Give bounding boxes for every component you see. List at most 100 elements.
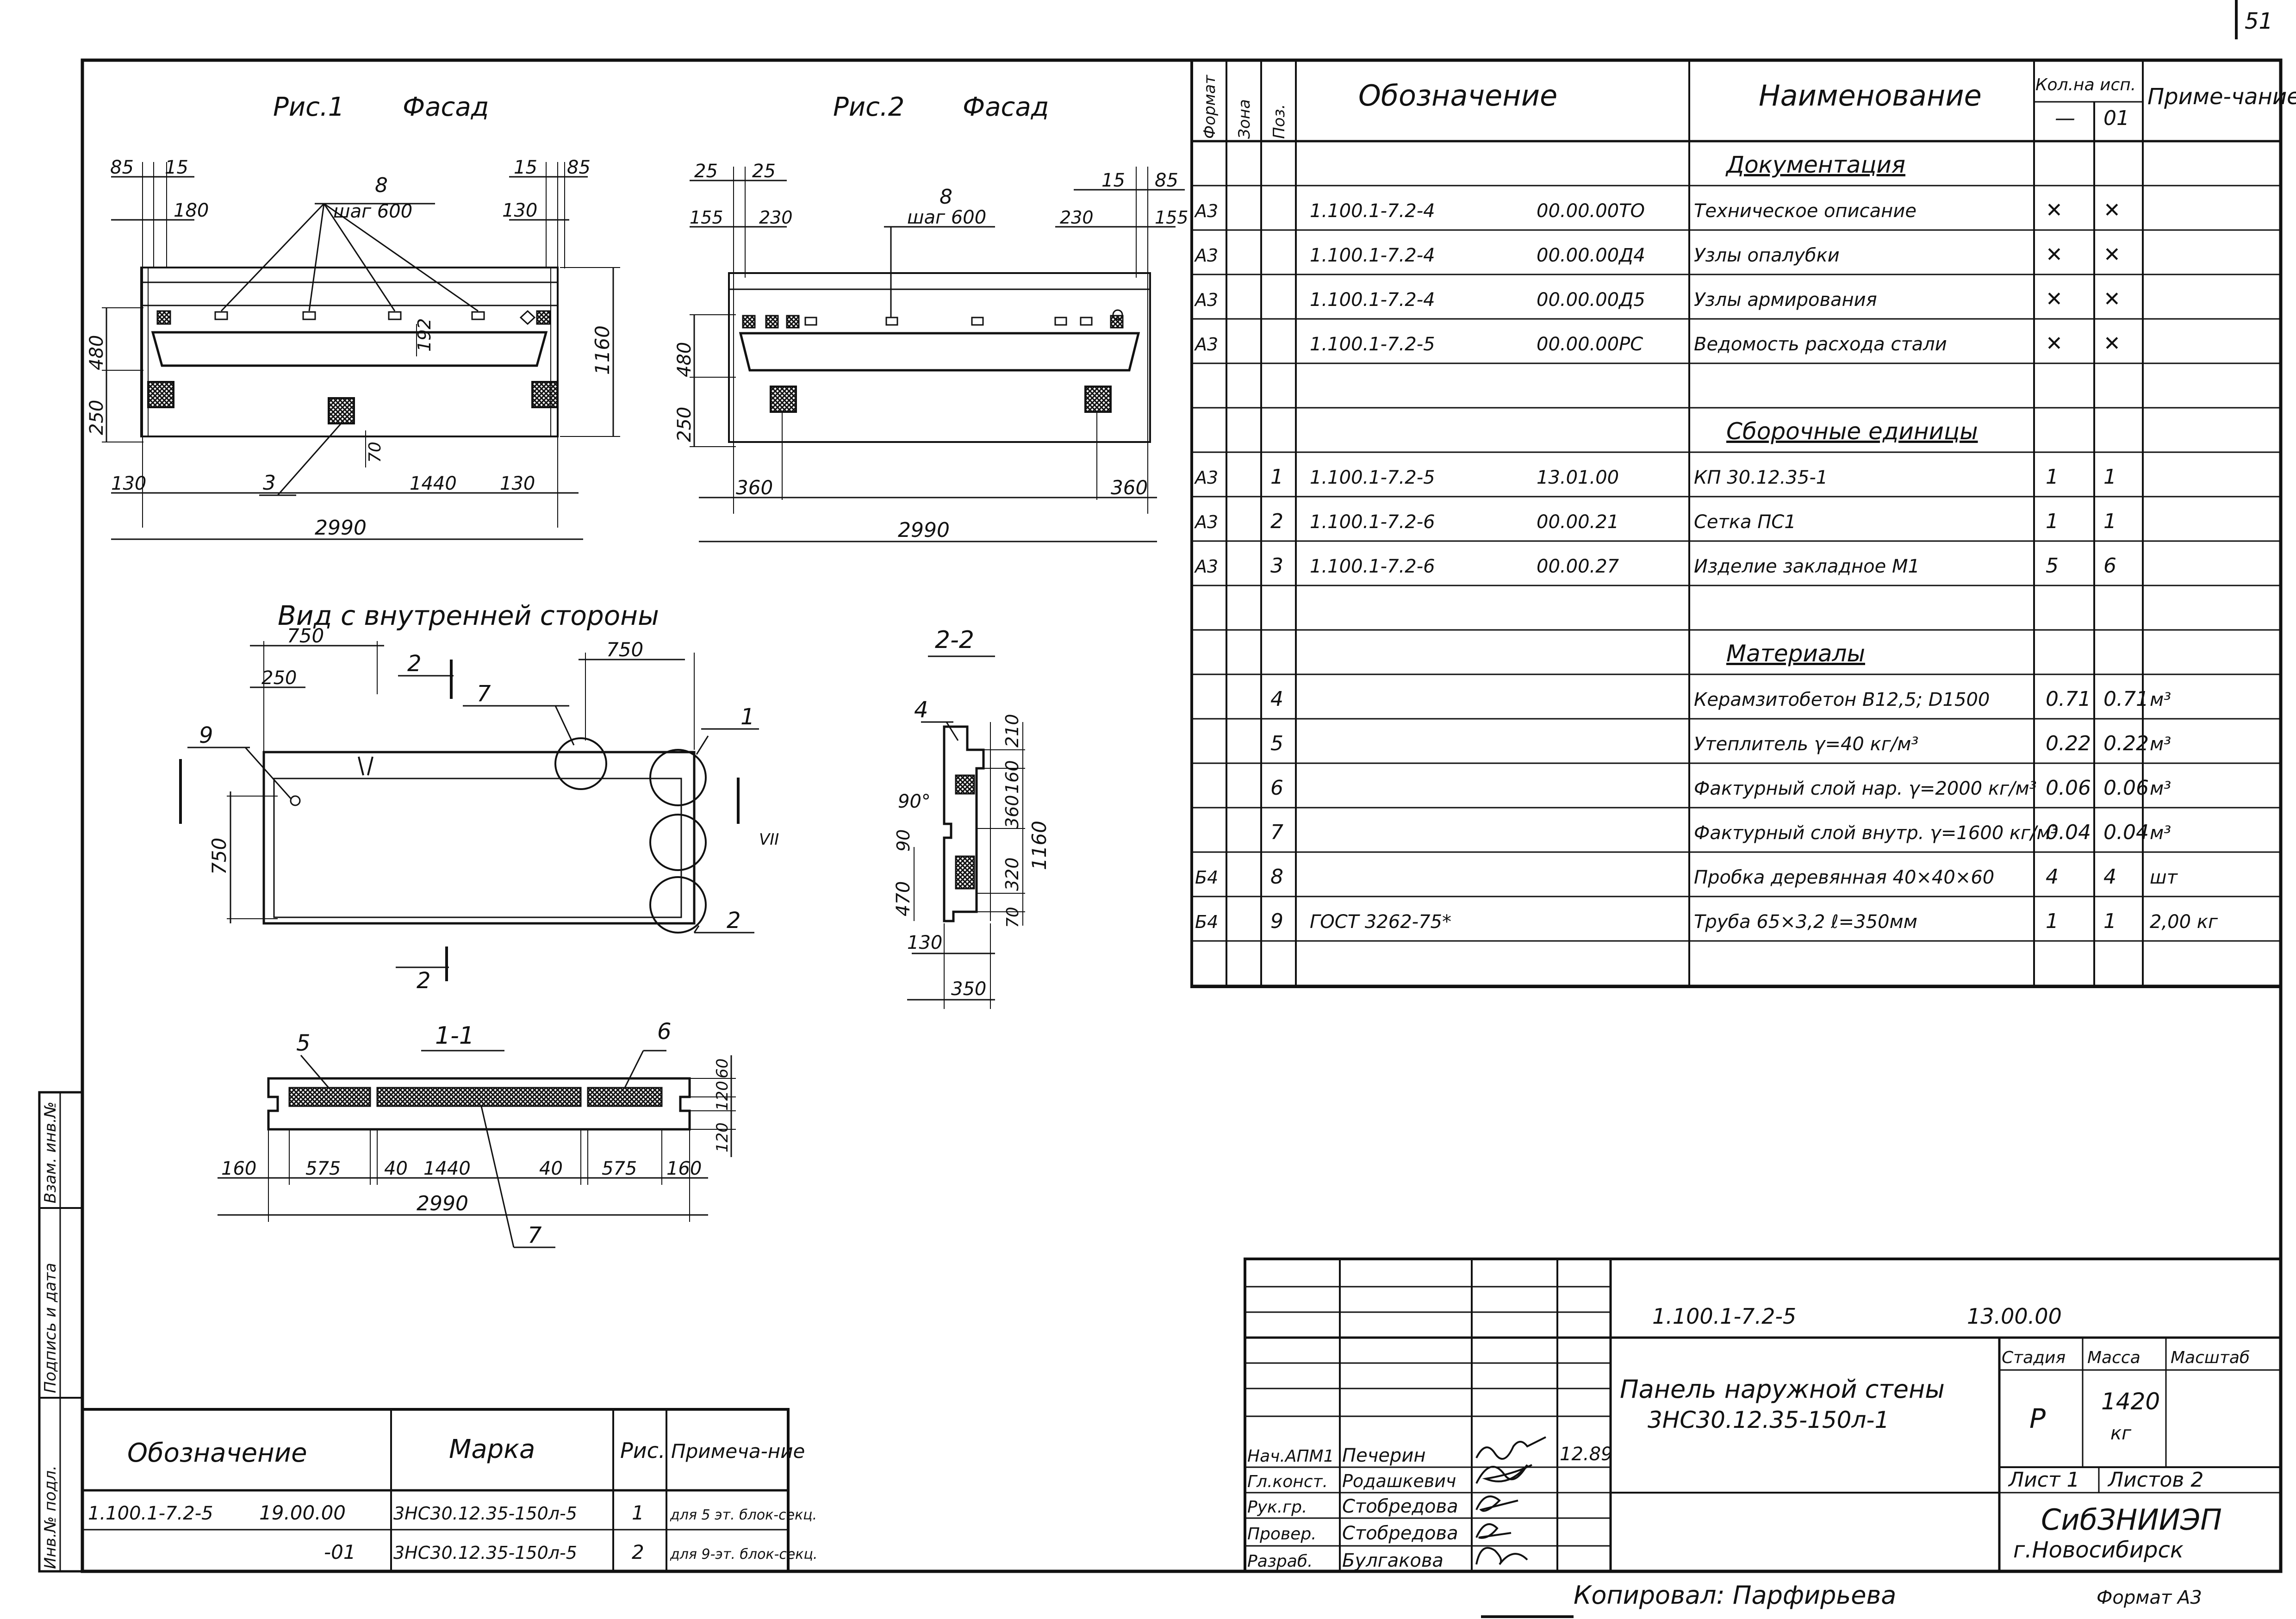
inner-mark-vii: VII bbox=[759, 830, 779, 849]
spec-cell-q2: ✕ bbox=[2103, 243, 2121, 267]
spec-cell-name: Сетка ПС1 bbox=[1694, 511, 1796, 533]
section22-angle: 90° bbox=[898, 791, 931, 812]
spec-cell-code: 00.00.00Д4 bbox=[1537, 245, 1645, 266]
fig1-dim-180: 180 bbox=[174, 200, 209, 221]
spec-cell-note: м³ bbox=[2150, 734, 2171, 755]
spec-cell-pos: 6 bbox=[1270, 776, 1283, 800]
inner-mark-9: 9 bbox=[199, 722, 213, 748]
section11-dim-120a: 120 bbox=[713, 1081, 732, 1111]
spec-cell-note: м³ bbox=[2150, 689, 2171, 710]
spec-cell-q2: 1 bbox=[2103, 465, 2116, 489]
spec-cell-q1: ✕ bbox=[2046, 287, 2063, 311]
bottom-header-mark: Марка bbox=[449, 1434, 535, 1464]
bottom-header-fig: Рис. bbox=[620, 1438, 666, 1463]
section22-dim-360: 360 bbox=[1002, 795, 1022, 828]
spec-cell-pos: 3 bbox=[1270, 554, 1283, 578]
spec-cell-name: КП 30.12.35-1 bbox=[1694, 467, 1828, 488]
spec-table: Формат Зона Поз. Обозначение Наименовани… bbox=[1190, 59, 2296, 988]
spec-header-format: Формат bbox=[1201, 75, 1219, 139]
signature-2 bbox=[1475, 1464, 1532, 1484]
section22-dim-470: 470 bbox=[893, 881, 914, 916]
inner-dim-750a: 750 bbox=[287, 624, 324, 647]
title-person-3: Стобредова bbox=[1342, 1496, 1458, 1517]
inner-dim-250: 250 bbox=[261, 667, 297, 689]
title-mass-label: Масса bbox=[2087, 1348, 2140, 1367]
bottom-row1-note: для 5 эт. блок-секц. bbox=[670, 1507, 817, 1523]
fig2-dim-230a: 230 bbox=[759, 207, 793, 228]
section11-dim-60: 60 bbox=[713, 1059, 732, 1078]
spec-cell-q1: 4 bbox=[2046, 865, 2059, 889]
spec-header-pos: Поз. bbox=[1270, 104, 1288, 139]
spec-cell-pos: 7 bbox=[1270, 821, 1283, 844]
spec-cell-note: 2,00 кг bbox=[2150, 911, 2218, 933]
inner-view-title: Вид с внутренней стороны bbox=[278, 600, 659, 631]
spec-cell-doc: 1.100.1-7.2-4 bbox=[1310, 200, 1435, 222]
sheet-number-corner: 51 bbox=[2235, 0, 2273, 39]
fig1-dim-250: 250 bbox=[86, 400, 107, 435]
section-2-2: 2-2 4 90° 90 470 130 350 210 160 360 320… bbox=[893, 626, 1051, 1009]
section22-dim-350: 350 bbox=[951, 978, 986, 1000]
spec-cell-format: А3 bbox=[1194, 467, 1218, 488]
spec-cell-doc: 1.100.1-7.2-4 bbox=[1310, 289, 1435, 311]
section11-dim-40r: 40 bbox=[539, 1158, 563, 1179]
spec-cell-q2: 1 bbox=[2103, 909, 2116, 933]
spec-cell-q1: 5 bbox=[2046, 554, 2059, 578]
spec-cell-doc: ГОСТ 3262-75* bbox=[1310, 911, 1451, 933]
fig1-mark-8: 8 bbox=[375, 174, 388, 197]
fig2-dim-230b: 230 bbox=[1060, 207, 1094, 228]
spec-cell-name: Сборочные единицы bbox=[1726, 418, 1978, 445]
spec-cell-doc: 1.100.1-7.2-4 bbox=[1310, 245, 1435, 266]
bottom-header-note: Примеча-ние bbox=[671, 1440, 805, 1463]
spec-cell-code: 00.00.27 bbox=[1537, 556, 1619, 577]
spec-cell-code: 00.00.00ТО bbox=[1537, 200, 1645, 222]
spec-cell-doc: 1.100.1-7.2-5 bbox=[1310, 467, 1435, 488]
spec-cell-q2: 0.04 bbox=[2103, 821, 2149, 844]
fig2-dim-155b: 155 bbox=[1155, 207, 1188, 228]
fig1-caption: Рис.1 bbox=[273, 92, 344, 122]
fig1-dim-480: 480 bbox=[86, 335, 107, 370]
fig1-dim-70: 70 bbox=[366, 442, 385, 463]
title-person-1: Печерин bbox=[1342, 1445, 1425, 1466]
fig1-dim-130r: 130 bbox=[500, 473, 535, 494]
spec-cell-pos: 4 bbox=[1270, 687, 1283, 711]
section22-dim-130: 130 bbox=[907, 932, 942, 953]
fig2-dim-15: 15 bbox=[1101, 170, 1125, 191]
spec-cell-code: 00.00.00Д5 bbox=[1537, 289, 1645, 311]
spec-cell-q2: 0.06 bbox=[2103, 776, 2149, 800]
bottom-row1-code: 19.00.00 bbox=[259, 1501, 346, 1524]
bottom-row2-mark: 3НС30.12.35-150л-5 bbox=[393, 1543, 577, 1563]
fig1-dim-192: 192 bbox=[414, 318, 435, 352]
title-city: г.Новосибирск bbox=[2013, 1537, 2184, 1563]
section11-dim-160r: 160 bbox=[666, 1158, 702, 1179]
section-1-1: 1-1 5 6 160 575 40 1440 40 575 160 bbox=[218, 1019, 736, 1248]
fig2-dim-2990: 2990 bbox=[898, 518, 950, 542]
spec-cell-q1: ✕ bbox=[2046, 332, 2063, 355]
side-strip: Инв.№ подл. Подпись и дата Взам. инв.№ bbox=[38, 1091, 84, 1573]
bottom-row1-doc: 1.100.1-7.2-5 bbox=[88, 1503, 213, 1524]
fig1-title: Фасад bbox=[403, 92, 489, 122]
fig2-dim-250: 250 bbox=[674, 407, 695, 442]
fig2-title: Фасад bbox=[963, 92, 1049, 122]
section22-dim-160: 160 bbox=[1002, 760, 1022, 794]
section11-mark-5: 5 bbox=[296, 1030, 311, 1056]
section11-dim-575l: 575 bbox=[305, 1158, 341, 1179]
spec-cell-q1: 0.06 bbox=[2046, 776, 2091, 800]
spec-cell-q2: 0.22 bbox=[2103, 732, 2149, 755]
inner-mark-1: 1 bbox=[740, 704, 755, 730]
section22-dim-320: 320 bbox=[1002, 857, 1022, 891]
bottom-row1-fig: 1 bbox=[632, 1501, 644, 1524]
section11-dim-160l: 160 bbox=[221, 1158, 256, 1179]
bottom-row2-note: для 9-эт. блок-секц. bbox=[670, 1546, 817, 1563]
title-scale-label: Масштаб bbox=[2171, 1348, 2250, 1367]
bottom-row1-mark: 3НС30.12.35-150л-5 bbox=[393, 1503, 577, 1524]
side-label-inv: Инв.№ подл. bbox=[41, 1465, 60, 1569]
spec-cell-doc: 1.100.1-7.2-6 bbox=[1310, 556, 1435, 577]
sheet-number: 51 bbox=[2245, 8, 2273, 34]
spec-cell-pos: 2 bbox=[1270, 510, 1283, 533]
spec-cell-format: А3 bbox=[1194, 245, 1218, 266]
inner-mark-2c: 2 bbox=[417, 968, 431, 994]
spec-header-qty: Кол.на исп. bbox=[2035, 75, 2136, 94]
title-role-2: Гл.конст. bbox=[1247, 1472, 1328, 1491]
fig2-dim-25b: 25 bbox=[752, 161, 776, 182]
title-role-1: Нач.АПМ1 bbox=[1247, 1447, 1334, 1466]
